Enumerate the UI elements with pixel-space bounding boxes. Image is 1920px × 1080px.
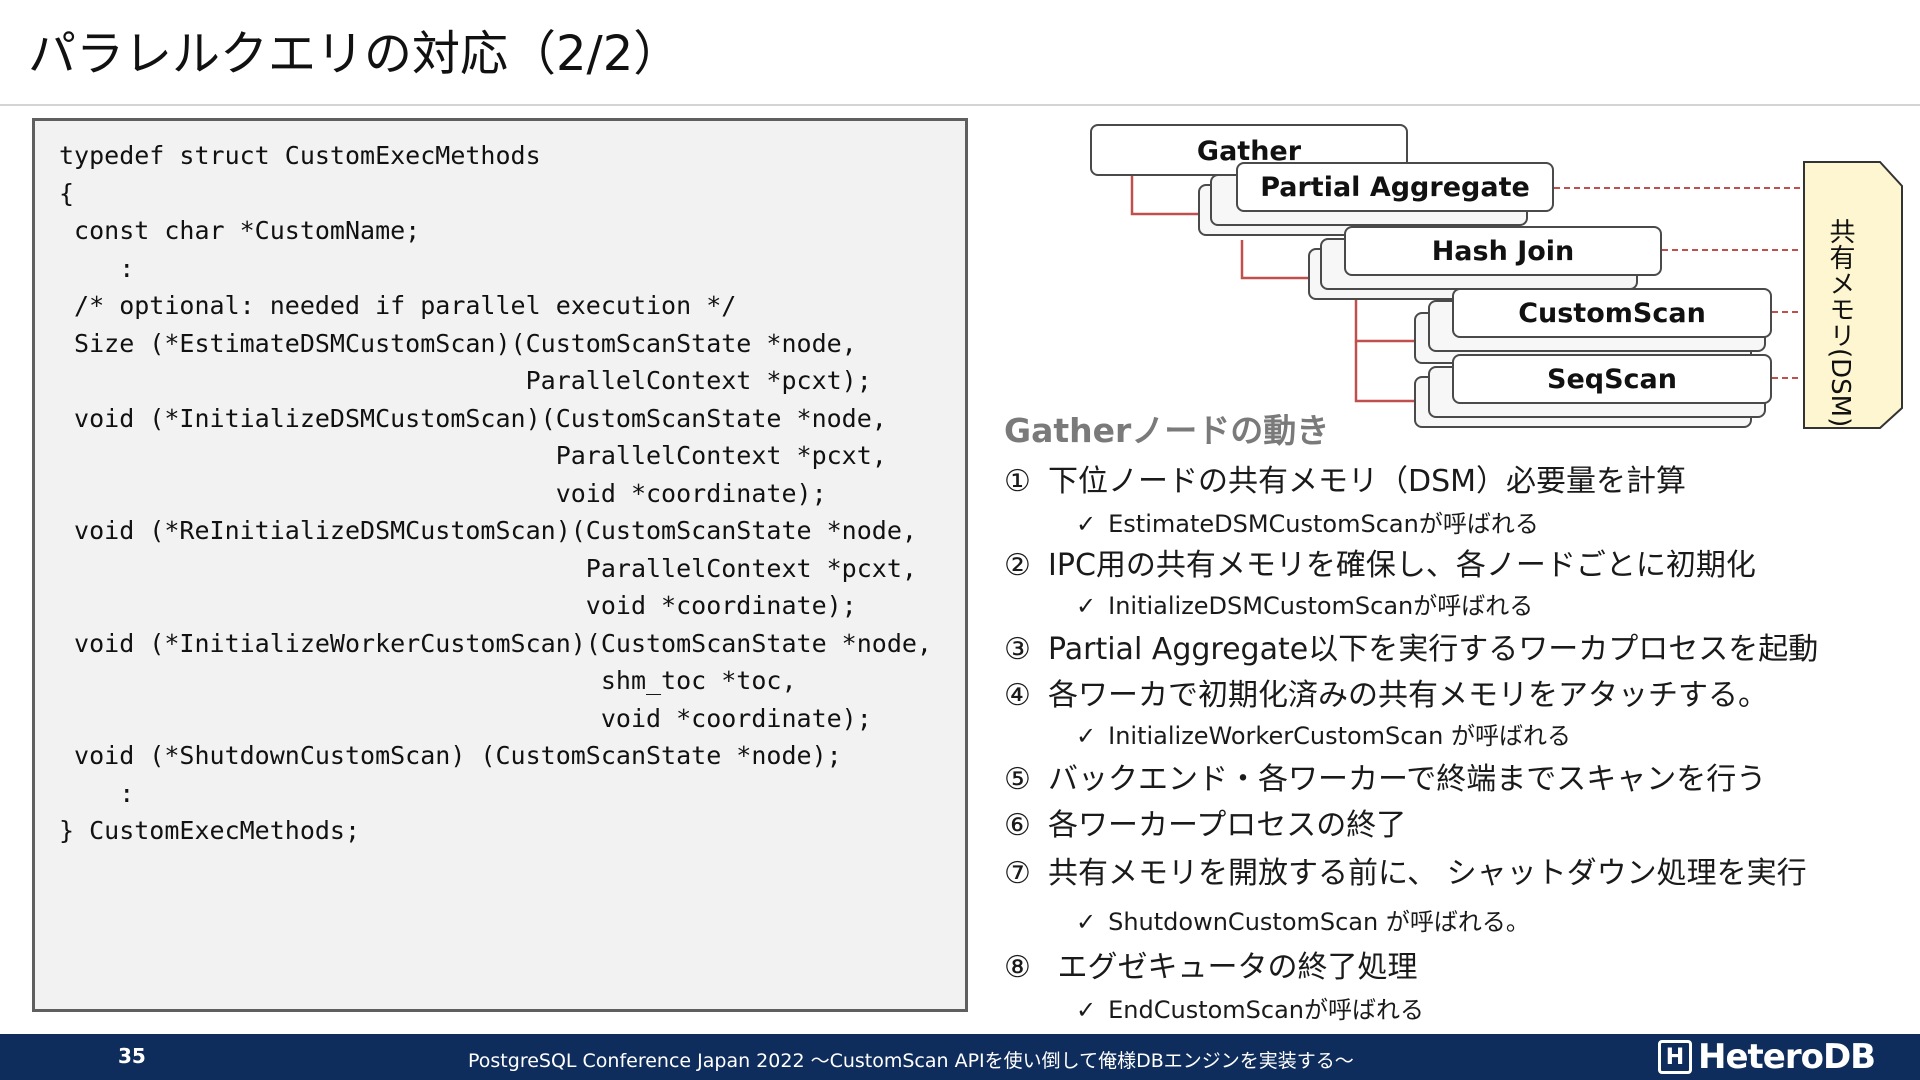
slide-title: パラレルクエリの対応（2/2） xyxy=(28,26,682,82)
footer-bar: 35 PostgreSQL Conference Japan 2022 〜Cus… xyxy=(0,1034,1920,1080)
step-note-text: EstimateDSMCustomScanが呼ばれる xyxy=(1108,510,1539,538)
plan-tree-diagram: Gather Partial Aggregate Hash Join Custo… xyxy=(1080,118,1920,438)
heterodb-logo: H HeteroDB xyxy=(1658,1037,1876,1077)
node-hash-join-label: Hash Join xyxy=(1431,236,1575,267)
step-number: ⑦ xyxy=(1004,856,1031,891)
node-partial-aggregate: Partial Aggregate xyxy=(1236,162,1554,212)
dsm-shape xyxy=(1803,161,1903,429)
step-3: ③ Partial Aggregate以下を実行するワーカプロセスを起動 xyxy=(1004,624,1818,668)
step-number: ⑤ xyxy=(1004,762,1031,797)
check-icon: ✓ xyxy=(1076,996,1097,1024)
step-note-text: InitializeWorkerCustomScan が呼ばれる xyxy=(1108,722,1572,750)
code-line: typedef struct CustomExecMethods xyxy=(59,141,541,170)
step-5: ⑤ バックエンド・各ワーカーで終端までスキャンを行う xyxy=(1004,754,1766,798)
node-seqscan-label: SeqScan xyxy=(1547,364,1677,395)
title-divider xyxy=(0,104,1920,106)
logo-mark-icon: H xyxy=(1658,1040,1692,1074)
node-customscan-label: CustomScan xyxy=(1518,298,1706,329)
step-number: ⑧ xyxy=(1004,950,1031,985)
code-line: : xyxy=(59,253,135,283)
logo-text: HeteroDB xyxy=(1698,1037,1876,1077)
code-line: void (*InitializeWorkerCustomScan)(Custo… xyxy=(59,628,932,658)
code-line: ParallelContext *pcxt, xyxy=(59,441,887,470)
step-text: IPC用の共有メモリを確保し、各ノードごとに初期化 xyxy=(1048,548,1756,583)
step-number: ① xyxy=(1004,464,1031,499)
step-text: Partial Aggregate以下を実行するワーカプロセスを起動 xyxy=(1048,632,1819,667)
connector-gather-agg xyxy=(1130,176,1200,216)
code-line: void *coordinate); xyxy=(59,591,857,620)
code-line: ParallelContext *pcxt, xyxy=(59,553,917,583)
check-icon: ✓ xyxy=(1076,908,1097,936)
code-line: /* optional: needed if parallel executio… xyxy=(59,291,737,320)
code-line: void *coordinate); xyxy=(59,478,827,508)
step-number: ③ xyxy=(1004,632,1031,667)
step-4-note: ✓ InitializeWorkerCustomScan が呼ばれる xyxy=(1076,716,1571,751)
step-note-text: EndCustomScanが呼ばれる xyxy=(1108,996,1425,1024)
code-lines: typedef struct CustomExecMethods { const… xyxy=(59,137,932,850)
step-1: ① 下位ノードの共有メモリ（DSM）必要量を計算 xyxy=(1004,456,1686,500)
step-7: ⑦ 共有メモリを開放する前に、 シャットダウン処理を実行 xyxy=(1004,848,1807,892)
footer-text: PostgreSQL Conference Japan 2022 〜Custom… xyxy=(468,1050,1354,1072)
node-gather-label: Gather xyxy=(1196,136,1302,167)
code-block: typedef struct CustomExecMethods { const… xyxy=(32,118,968,1012)
code-line: const char *CustomName; xyxy=(59,216,421,245)
step-6: ⑥ 各ワーカープロセスの終了 xyxy=(1004,800,1406,844)
code-line: : xyxy=(59,778,135,808)
step-number: ② xyxy=(1004,548,1031,583)
code-line: void (*ReInitializeDSMCustomScan)(Custom… xyxy=(59,516,917,545)
step-2-note: ✓ InitializeDSMCustomScanが呼ばれる xyxy=(1076,586,1533,621)
check-icon: ✓ xyxy=(1076,722,1097,750)
code-line: shm_toc *toc, xyxy=(59,666,797,695)
code-line: Size (*EstimateDSMCustomScan)(CustomScan… xyxy=(59,328,857,358)
connector-join-seqscan xyxy=(1354,341,1418,403)
code-line: void (*InitializeDSMCustomScan)(CustomSc… xyxy=(59,403,887,433)
node-seqscan: SeqScan xyxy=(1452,354,1772,404)
step-text: 各ワーカで初期化済みの共有メモリをアタッチする。 xyxy=(1048,678,1768,713)
dsm-label: 共有メモリ(DSM) xyxy=(1825,218,1855,428)
step-note-text: ShutdownCustomScan が呼ばれる。 xyxy=(1108,908,1530,936)
step-number: ⑥ xyxy=(1004,808,1031,843)
code-line: void (*ShutdownCustomScan) (CustomScanSt… xyxy=(59,741,842,770)
check-icon: ✓ xyxy=(1076,510,1097,538)
node-partial-aggregate-label: Partial Aggregate xyxy=(1260,172,1530,203)
node-hash-join: Hash Join xyxy=(1344,226,1662,276)
code-line: } CustomExecMethods; xyxy=(59,816,361,845)
diagram-connectors xyxy=(1130,161,1903,429)
node-customscan: CustomScan xyxy=(1452,288,1772,338)
step-4: ④ 各ワーカで初期化済みの共有メモリをアタッチする。 xyxy=(1004,670,1768,714)
step-8-note: ✓ EndCustomScanが呼ばれる xyxy=(1076,990,1424,1025)
gather-heading: Gatherノードの動き xyxy=(1004,411,1330,450)
step-8: ⑧ エグゼキュータの終了処理 xyxy=(1004,942,1418,986)
step-number: ④ xyxy=(1004,678,1031,713)
step-text: 下位ノードの共有メモリ（DSM）必要量を計算 xyxy=(1048,464,1687,499)
page-number: 35 xyxy=(118,1044,146,1068)
step-2: ② IPC用の共有メモリを確保し、各ノードごとに初期化 xyxy=(1004,540,1756,584)
step-text: バックエンド・各ワーカーで終端までスキャンを行う xyxy=(1048,762,1767,797)
check-icon: ✓ xyxy=(1076,592,1097,620)
code-line: { xyxy=(59,178,75,208)
step-7-note: ✓ ShutdownCustomScan が呼ばれる。 xyxy=(1076,902,1530,937)
step-1-note: ✓ EstimateDSMCustomScanが呼ばれる xyxy=(1076,504,1539,539)
code-line: ParallelContext *pcxt); xyxy=(59,366,872,395)
step-text: 各ワーカープロセスの終了 xyxy=(1048,808,1407,843)
step-text: エグゼキュータの終了処理 xyxy=(1048,950,1418,985)
connector-agg-join xyxy=(1240,240,1318,280)
code-line: void *coordinate); xyxy=(59,703,872,733)
step-text: 共有メモリを開放する前に、 シャットダウン処理を実行 xyxy=(1048,856,1807,891)
step-note-text: InitializeDSMCustomScanが呼ばれる xyxy=(1108,592,1534,620)
